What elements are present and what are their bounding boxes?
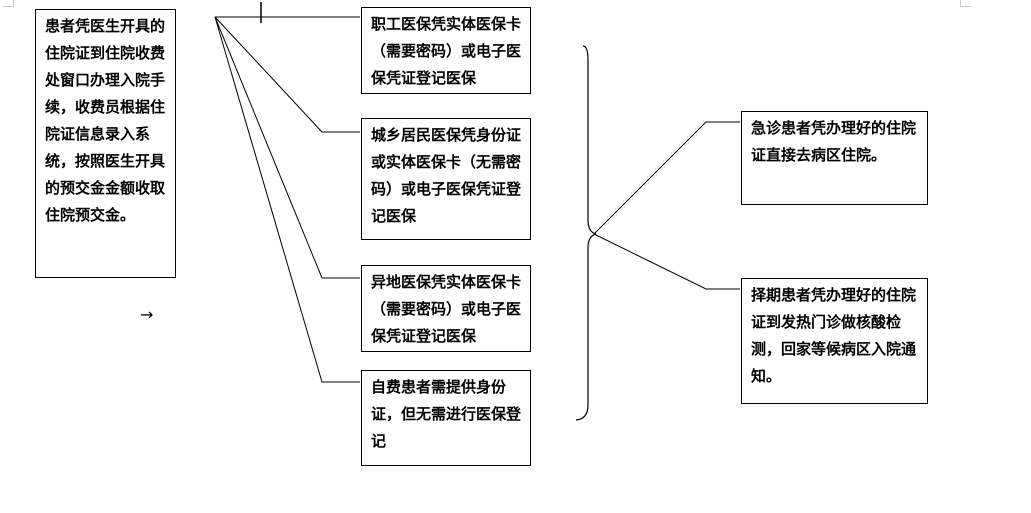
connector-start-resident <box>214 16 360 133</box>
box-elective-text: 择期患者凭办理好的住院证到发热门诊做核酸检测，回家等候病区入院通知。 <box>751 286 917 385</box>
connector-start-selfpay <box>214 16 360 383</box>
box-resident-insurance: 城乡居民医保凭身份证或实体医保卡（无需密码）或电子医保凭证登记医保 <box>361 118 531 240</box>
arrow-right-icon: → <box>140 305 154 324</box>
connector-brace-emergency <box>593 121 740 235</box>
page-corner-mark-left <box>3 0 14 7</box>
box-emergency-patient: 急诊患者凭办理好的住院证直接去病区住院。 <box>741 111 928 205</box>
box-emergency-text: 急诊患者凭办理好的住院证直接去病区住院。 <box>751 119 917 164</box>
box-remote-text: 异地医保凭实体医保卡（需要密码）或电子医保凭证登记医保 <box>371 273 522 345</box>
connector-brace-elective <box>593 233 740 290</box>
connector-start-remote <box>214 16 360 279</box>
curly-brace <box>575 45 597 421</box>
box-selfpay-text: 自费患者需提供身份证，但无需进行医保登记 <box>371 378 522 450</box>
box-elective-patient: 择期患者凭办理好的住院证到发热门诊做核酸检测，回家等候病区入院通知。 <box>741 278 928 404</box>
box-start-text: 患者凭医生开具的住院证到住院收费处窗口办理入院手续，收费员根据住院证信息录入系统… <box>45 17 166 224</box>
box-self-pay: 自费患者需提供身份证，但无需进行医保登记 <box>361 370 531 466</box>
box-start-admission: 患者凭医生开具的住院证到住院收费处窗口办理入院手续，收费员根据住院证信息录入系统… <box>35 9 176 278</box>
page-corner-mark-right <box>960 0 971 7</box>
box-employee-insurance: 职工医保凭实体医保卡（需要密码）或电子医保凭证登记医保 <box>361 7 531 94</box>
box-resident-text: 城乡居民医保凭身份证或实体医保卡（无需密码）或电子医保凭证登记医保 <box>371 126 522 225</box>
box-remote-insurance: 异地医保凭实体医保卡（需要密码）或电子医保凭证登记医保 <box>361 265 531 352</box>
box-employee-text: 职工医保凭实体医保卡（需要密码）或电子医保凭证登记医保 <box>371 15 522 87</box>
